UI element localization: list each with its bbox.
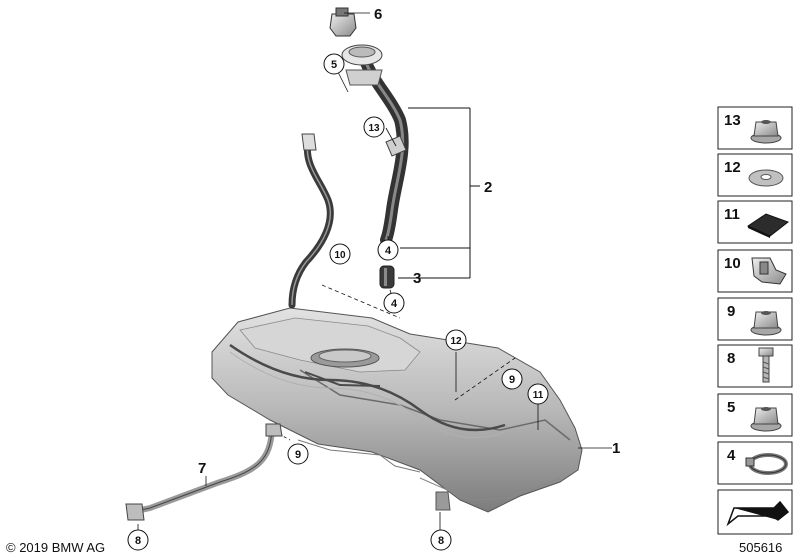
callout-6: 6 — [374, 6, 382, 23]
callout-circle-9b — [287, 443, 309, 465]
callout-8a: 8 — [135, 535, 141, 547]
legend-box-4 — [717, 441, 793, 485]
fuel-cap — [329, 7, 370, 37]
callout-circle-11 — [527, 383, 549, 405]
callout-circle-5 — [323, 53, 345, 75]
arrow-icon — [726, 500, 790, 527]
circled-callout-text: 5 13 4 4 10 12 9 11 9 8 8 — [135, 59, 544, 547]
nut-9-icon — [750, 311, 782, 336]
clip-10-icon — [751, 257, 787, 285]
fuel-tank — [211, 284, 583, 513]
hose-clamp-4-icon — [745, 453, 788, 475]
callout-12: 12 — [450, 336, 462, 347]
vent-hose — [288, 133, 334, 309]
legend-label-13: 13 — [724, 112, 741, 129]
callout-9b: 9 — [295, 449, 301, 461]
legend-label-8: 8 — [727, 350, 735, 367]
callout-1: 1 — [612, 440, 620, 457]
callout-11: 11 — [533, 390, 544, 401]
callout-13: 13 — [368, 123, 380, 134]
callout-4a: 4 — [385, 245, 392, 257]
circled-callouts — [127, 53, 549, 551]
copyright-text: © 2019 BMW AG — [6, 540, 106, 555]
callout-circle-4a — [377, 239, 399, 261]
parts-legend: 13 12 11 10 9 8 5 4 — [717, 106, 793, 535]
callout-circle-12 — [445, 329, 467, 351]
callout-9a: 9 — [509, 374, 515, 386]
bolt-8-icon — [758, 347, 774, 383]
washer-12-icon — [748, 169, 784, 187]
callout-8b: 8 — [438, 535, 444, 547]
nut-13-icon — [750, 120, 782, 144]
callout-circle-8a — [127, 529, 149, 551]
image-number: 505616 — [739, 540, 783, 555]
tank-strap — [125, 423, 283, 521]
callouts: 6 2 3 1 7 — [198, 6, 620, 477]
legend-label-12: 12 — [724, 159, 741, 176]
legend-label-4: 4 — [727, 447, 736, 464]
legend-label-11: 11 — [724, 206, 740, 223]
legend-box-8 — [717, 344, 793, 388]
callout-10: 10 — [334, 250, 346, 261]
legend-label-9: 9 — [727, 303, 735, 320]
callout-circle-10 — [329, 243, 351, 265]
callout-4b: 4 — [391, 298, 398, 310]
legend-label-10: 10 — [724, 255, 741, 272]
callout-5: 5 — [331, 59, 337, 71]
callout-7: 7 — [198, 460, 206, 477]
callout-circle-4b — [383, 292, 405, 314]
pad-11-icon — [746, 213, 790, 238]
nut-5-icon — [750, 407, 782, 432]
hose-piece — [379, 265, 395, 289]
callout-2: 2 — [484, 179, 492, 196]
callout-circle-13 — [363, 116, 385, 138]
callout-circle-9a — [501, 368, 523, 390]
legend-label-5: 5 — [727, 399, 735, 416]
bracket-lines — [398, 107, 480, 279]
callout-3: 3 — [413, 270, 421, 287]
callout-circle-8b — [430, 529, 452, 551]
filler-pipe — [341, 44, 409, 246]
